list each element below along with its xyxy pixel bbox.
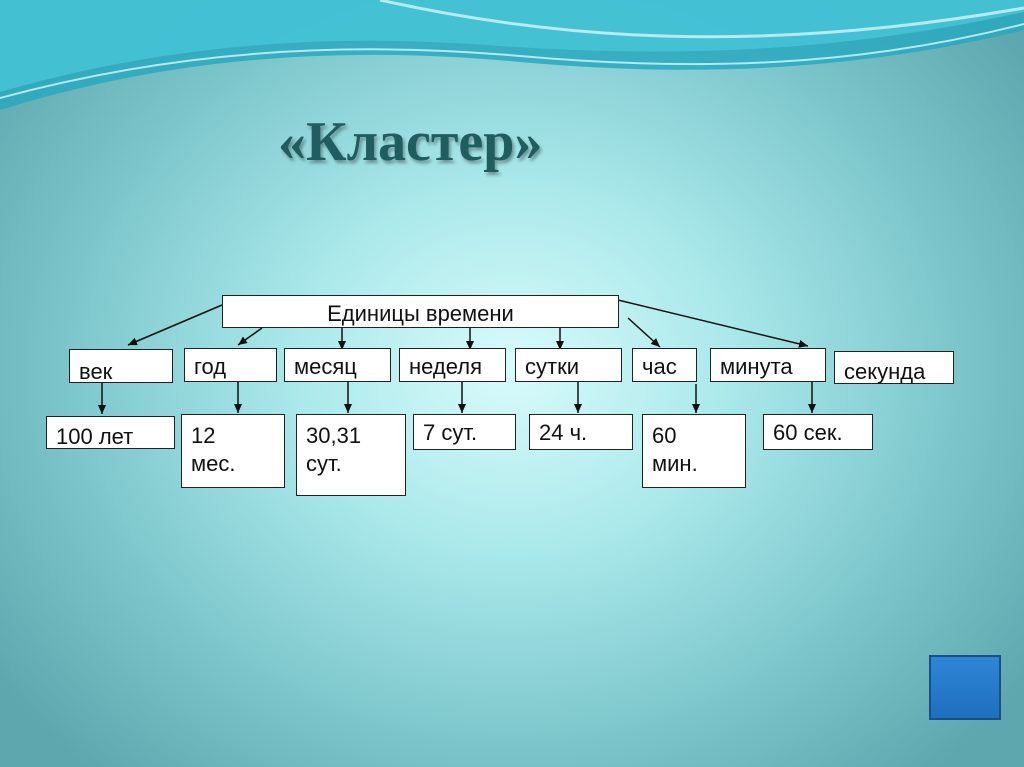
- value-box-minuta: 60 сек.: [763, 414, 873, 450]
- header-wave: [0, 0, 1024, 110]
- unit-box-sutki: сутки: [515, 348, 622, 382]
- arrow-root-minuta: [617, 299, 809, 348]
- arrow-root-chas: [627, 317, 661, 348]
- arrow-root-vek: [127, 304, 223, 346]
- value-box-chas: 60 мин.: [642, 414, 746, 488]
- unit-box-vek: век: [69, 349, 173, 384]
- arrow-root-god: [237, 327, 263, 346]
- value-box-sutki: 24 ч.: [529, 414, 633, 450]
- unit-box-minuta: минута: [710, 348, 826, 382]
- value-box-nedelya: 7 сут.: [413, 414, 516, 450]
- unit-box-mesyats: месяц: [284, 348, 391, 382]
- unit-box-god: год: [184, 348, 277, 382]
- unit-box-nedelya: неделя: [399, 348, 506, 382]
- unit-box-sekunda: секунда: [834, 351, 954, 384]
- value-box-mesyats: 30,31 сут.: [296, 414, 406, 496]
- unit-box-chas: час: [632, 348, 697, 382]
- slide-title: «Кластер»: [278, 111, 543, 173]
- value-box-god: 12 мес.: [181, 414, 285, 488]
- root-box: Единицы времени: [222, 295, 619, 328]
- square-button-icon[interactable]: [929, 655, 1001, 720]
- value-box-vek: 100 лет: [46, 416, 175, 449]
